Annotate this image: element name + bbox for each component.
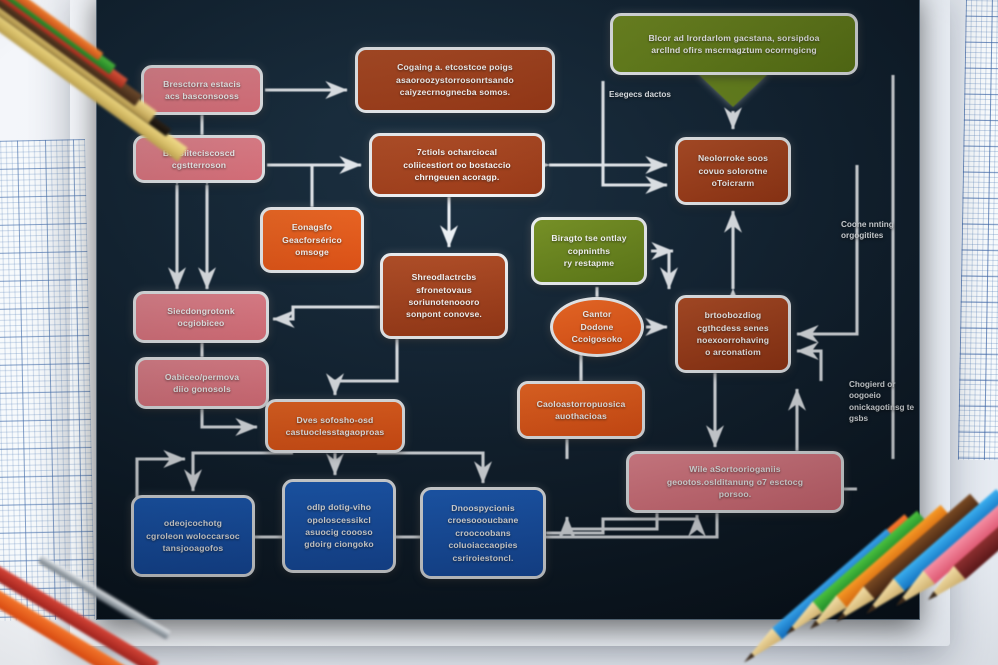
- node-label: odeojcochotg cgroleon woloccarsoc tansjo…: [146, 518, 240, 554]
- node-label: Dves sofosho-osd castuoclesstagaoproas: [285, 414, 385, 437]
- node-label: Shreodlactrcbs sfronetovaus soriunotenoo…: [406, 272, 482, 320]
- node-label: Biragto tse ontlay copninths ry restapme: [551, 233, 627, 269]
- flowchart-node-n16: Wile aSortoorioganiis geootos.oslditanun…: [626, 451, 844, 513]
- node-label: Neolorroke soos covuo solorotne oToicrar…: [697, 153, 769, 189]
- node-label: Gantor Dodone Ccoigosoko: [571, 309, 623, 345]
- node-label: 7ctiols ocharciocal coliicestiort oo bos…: [403, 147, 511, 183]
- pencils-top-left: [0, 0, 260, 190]
- node-label: brtoobozdiog cgthcdess senes noexoorroha…: [696, 310, 770, 358]
- graph-paper-left: [0, 139, 96, 621]
- flowchart-node-n18: odlp dotig-viho opoloscessikcl asuocig c…: [282, 479, 396, 573]
- flowchart-node-n13: Oabiceo/permova diio gonosols: [135, 357, 269, 409]
- callout-tail: [697, 73, 769, 107]
- flowchart-node-n1: Bresctorra estacis acs basconsooss: [141, 65, 263, 115]
- node-label: Eonagsfo Geacforsérico omsoge: [282, 222, 342, 258]
- node-label: Baesiiteciscoscd cgstterroson: [162, 147, 236, 170]
- node-label: odlp dotig-viho opoloscessikcl asuocig c…: [304, 502, 374, 550]
- flowchart-node-n2: Baesiiteciscoscd cgstterroson: [133, 135, 265, 183]
- node-label: Dnoospycionis croesoooucbane croocoobans…: [447, 502, 519, 563]
- flowchart-node-n9: Biragto tse ontlay copninths ry restapme: [531, 217, 647, 285]
- flowchart-node-n19: Dnoospycionis croesoooucbane croocoobans…: [420, 487, 546, 579]
- graph-paper-right: [957, 0, 998, 461]
- flowchart-node-n10: Gantor Dodone Ccoigosoko: [550, 297, 644, 357]
- node-label: Siecdongrotonk ocgiobiceo: [167, 305, 235, 328]
- edge-label-e3: Chogierd or oogoeio onickagotinsg te gsb…: [849, 380, 915, 424]
- edge-label-e2: Coone nnting orgogitites: [841, 220, 894, 241]
- flowchart-node-n14: Dves sofosho-osd castuoclesstagaoproas: [265, 399, 405, 453]
- node-label: Blcor ad lrordarlom gacstana, sorsipdoa …: [648, 32, 820, 55]
- flowchart-node-n8: Shreodlactrcbs sfronetovaus soriunotenoo…: [380, 253, 508, 339]
- flowchart-node-n11: brtoobozdiog cgthcdess senes noexoorroha…: [675, 295, 791, 373]
- pencils-bottom-right: [740, 455, 998, 665]
- node-label: Caoloastorropuosica auothacioas: [536, 398, 626, 421]
- node-label: Cogaing a. etcostcoe poigs asaoroozystor…: [396, 62, 514, 98]
- connector-layer: [135, 75, 895, 539]
- pencils-bottom-left: [0, 554, 220, 665]
- edge-label-e1: Esegecs dactos: [609, 90, 671, 99]
- flowchart-node-n15: Caoloastorropuosica auothacioas: [517, 381, 645, 439]
- node-label: Oabiceo/permova diio gonosols: [164, 371, 240, 394]
- flowchart-node-n4: 7ctiols ocharciocal coliicestiort oo bos…: [369, 133, 545, 197]
- flowchart-node-n7: Eonagsfo Geacforsérico omsoge: [260, 207, 364, 273]
- flowchart-node-n17: odeojcochotg cgroleon woloccarsoc tansjo…: [131, 495, 255, 577]
- flowchart-node-n5: Blcor ad lrordarlom gacstana, sorsipdoa …: [610, 13, 858, 75]
- flowchart-node-n3: Cogaing a. etcostcoe poigs asaoroozystor…: [355, 47, 555, 113]
- flowchart-node-n6: Neolorroke soos covuo solorotne oToicrar…: [675, 137, 791, 205]
- node-label: Bresctorra estacis acs basconsooss: [163, 78, 241, 101]
- node-label: Wile aSortoorioganiis geootos.oslditanun…: [666, 464, 804, 500]
- flowchart-node-n12: Siecdongrotonk ocgiobiceo: [133, 291, 269, 343]
